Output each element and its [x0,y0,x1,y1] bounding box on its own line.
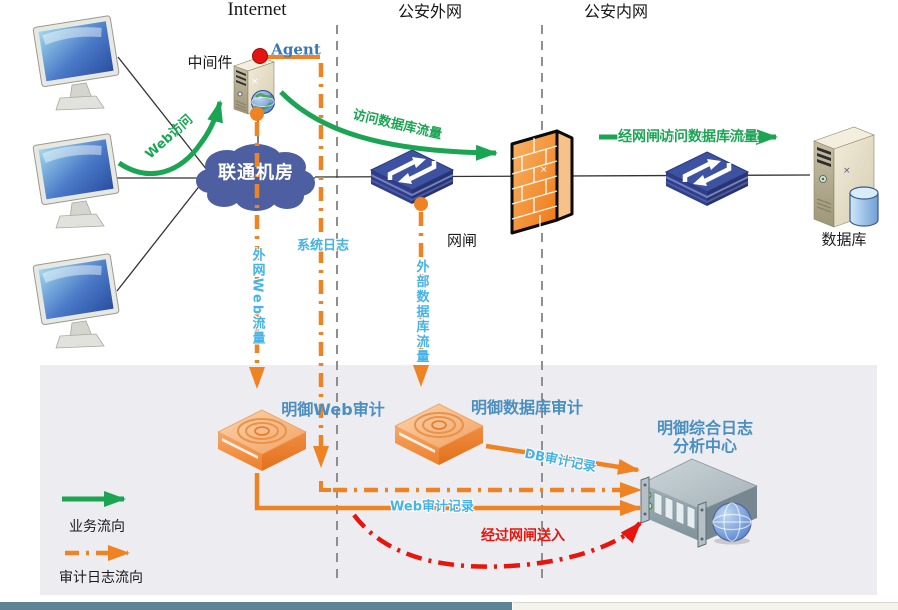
label-db-access: 访问数据库流量 [351,107,444,143]
label-middleware: 中间件 [187,53,233,72]
client-monitor-icon [30,15,125,119]
label-via-gateway-send: 经过网闸送入 [481,527,565,544]
zone-title-internet: Internet [227,0,287,21]
db-audit-appliance-icon [394,403,484,479]
label-web-access: Web访问 [142,112,196,163]
firewall-icon: × [510,128,580,242]
label-web-audit: 明御Web审计 [281,399,385,419]
bottom-scrollbar-thumb[interactable] [0,602,512,610]
label-external-db: 外部数据库流量 [413,259,429,365]
label-via-gateway: 经网闸访问数据库流量 [618,128,758,145]
client-monitor-icon [30,253,125,357]
middleware-server-icon: × [229,54,281,122]
label-unicom-room: 联通机房 [218,162,294,184]
zone-title-police-external: 公安外网 [397,3,463,21]
label-log-center-line1: 明御综合日志 [656,418,754,438]
label-external-web: 外网Web流量 [249,248,265,346]
bottom-scrollbar-track[interactable] [513,602,898,610]
database-server-icon: × [806,121,884,237]
web-audit-appliance-icon [217,409,307,485]
label-database: 数据库 [821,230,867,249]
label-web-record: Web审计记录 [390,499,474,515]
legend-business-label: 业务流向 [69,518,125,535]
zone-title-police-internal: 公安内网 [583,3,649,21]
inner-switch-icon [664,151,750,219]
label-log-center-line2: 分析中心 [672,437,738,456]
svg-text:×: × [843,166,851,176]
label-gateway: 网闸 [446,231,478,250]
label-agent: Agent [271,40,321,59]
svg-text:×: × [540,165,548,175]
svg-text:×: × [251,77,259,87]
log-center-server-icon [640,458,760,552]
database-cylinder-icon [849,193,879,227]
rack-bracket-icon [697,501,707,548]
legend-audit-label: 审计日志流向 [59,569,143,586]
label-db-audit: 明御数据库审计 [470,397,584,417]
label-log-center: 明御综合日志 分析中心 [656,418,754,457]
client-monitor-icon [30,133,125,237]
label-system-log: 系统日志 [296,238,350,254]
gateway-switch-icon [369,149,455,217]
